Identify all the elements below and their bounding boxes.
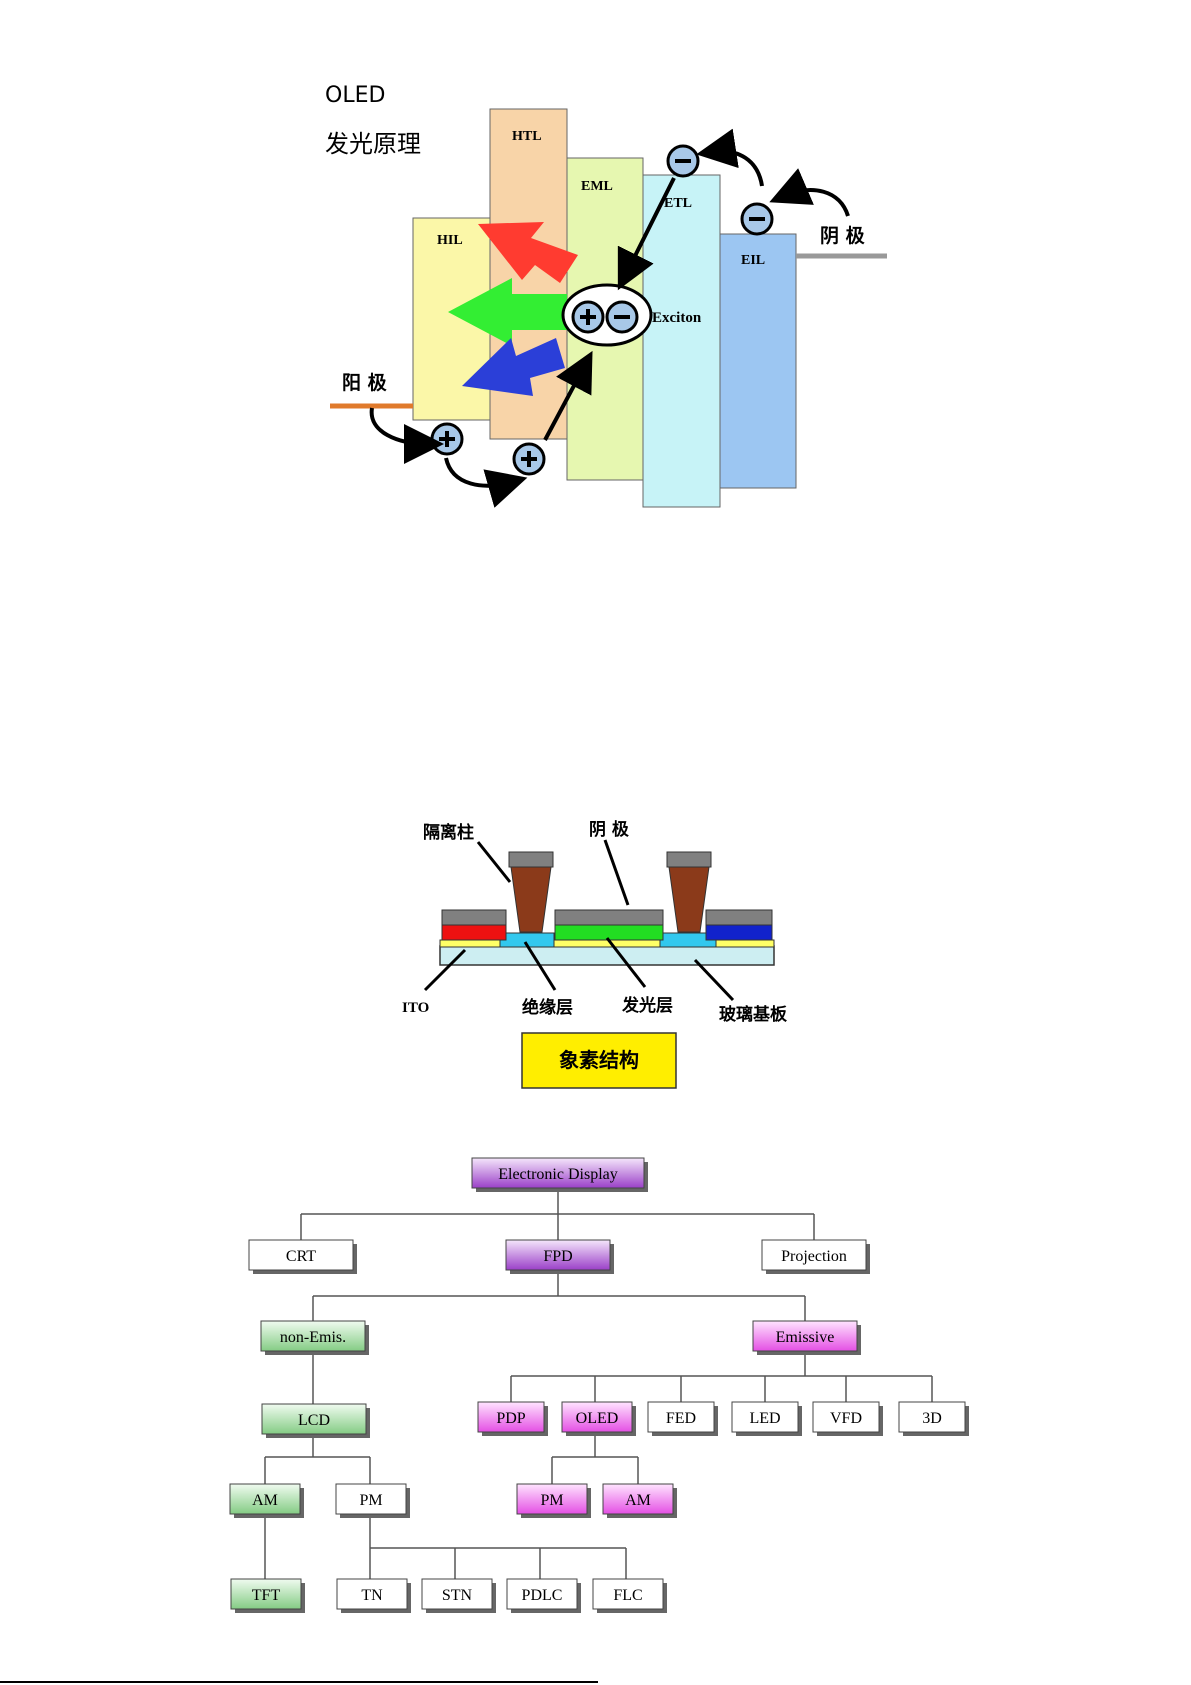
node-oled-am-label: AM: [625, 1492, 651, 1509]
node-tn-label: TN: [361, 1587, 383, 1604]
pixel-cathode-label: 阴 极: [589, 820, 629, 840]
node-3d-label: 3D: [922, 1410, 942, 1427]
eil-label: EIL: [741, 253, 765, 268]
cathode-left: [442, 910, 506, 925]
green-emissive: [555, 925, 663, 940]
node-pdlc-label: PDLC: [522, 1587, 563, 1604]
cathode-right: [706, 910, 772, 925]
node-lcd-am-label: AM: [252, 1492, 278, 1509]
node-oled-pm-label: PM: [540, 1492, 563, 1509]
node-emissive-label: Emissive: [776, 1329, 835, 1346]
node-tft-label: TFT: [252, 1587, 281, 1604]
node-pdp-label: PDP: [496, 1410, 525, 1427]
node-oled-label: OLED: [576, 1410, 619, 1427]
emissive-label: 发光层: [621, 995, 673, 1016]
node-lcd-pm-label: PM: [359, 1492, 382, 1509]
eil-layer: [720, 234, 796, 488]
separator-leader: [478, 842, 510, 882]
cathode-center: [555, 910, 663, 925]
pillar-cap-left: [509, 852, 553, 867]
node-fpd-label: FPD: [543, 1248, 572, 1265]
node-stn-label: STN: [442, 1587, 473, 1604]
exciton-label: Exciton: [652, 310, 702, 326]
node-crt-label: CRT: [286, 1248, 316, 1265]
cathode-label: 阴 极: [820, 224, 866, 247]
hole-transport-arrow: [446, 458, 512, 486]
hil-label: HIL: [437, 233, 463, 248]
glass-substrate: [440, 946, 774, 965]
node-electronic-display-label: Electronic Display: [498, 1166, 618, 1183]
pillar-cap-right: [667, 852, 711, 867]
etl-label: ETL: [664, 196, 692, 211]
pixel-caption: 象素结构: [559, 1048, 639, 1072]
node-led-label: LED: [749, 1410, 780, 1427]
oled-title: OLED: [325, 83, 385, 108]
oled-principle-diagram: OLED 发光原理 HIL HTL EML ETL EIL 阳 极 阴 极 Ex…: [325, 83, 887, 507]
node-vfd-label: VFD: [830, 1410, 862, 1427]
separator-pillar-right: [669, 867, 709, 932]
node-lcd-label: LCD: [298, 1412, 330, 1429]
separator-label: 隔离柱: [423, 822, 474, 843]
red-emissive: [442, 925, 506, 940]
separator-pillar-left: [511, 867, 551, 932]
electron-injection-arrow: [784, 190, 848, 216]
ito-label: ITO: [402, 1000, 429, 1016]
node-flc-label: FLC: [613, 1587, 642, 1604]
insulator-label: 绝缘层: [522, 997, 573, 1018]
eml-label: EML: [581, 179, 613, 194]
blue-emissive: [706, 925, 772, 940]
node-fed-label: FED: [666, 1410, 696, 1427]
htl-label: HTL: [512, 129, 542, 144]
pixel-structure-diagram: 隔离柱 阴 极 ITO 绝缘层 发光层 玻璃基板 象素结构: [402, 820, 788, 1088]
tree-nodes: Electronic Display CRT FPD Projection no…: [230, 1158, 969, 1613]
ito-layer: [440, 940, 774, 947]
cathode-leader: [605, 840, 628, 905]
etl-layer: [643, 175, 720, 507]
principle-title: 发光原理: [325, 130, 421, 158]
glass-label: 玻璃基板: [719, 1004, 788, 1025]
node-projection-label: Projection: [781, 1248, 847, 1265]
glass-leader: [695, 960, 733, 1000]
node-non-emissive-label: non-Emis.: [280, 1329, 346, 1346]
anode-label: 阳 极: [342, 371, 388, 394]
